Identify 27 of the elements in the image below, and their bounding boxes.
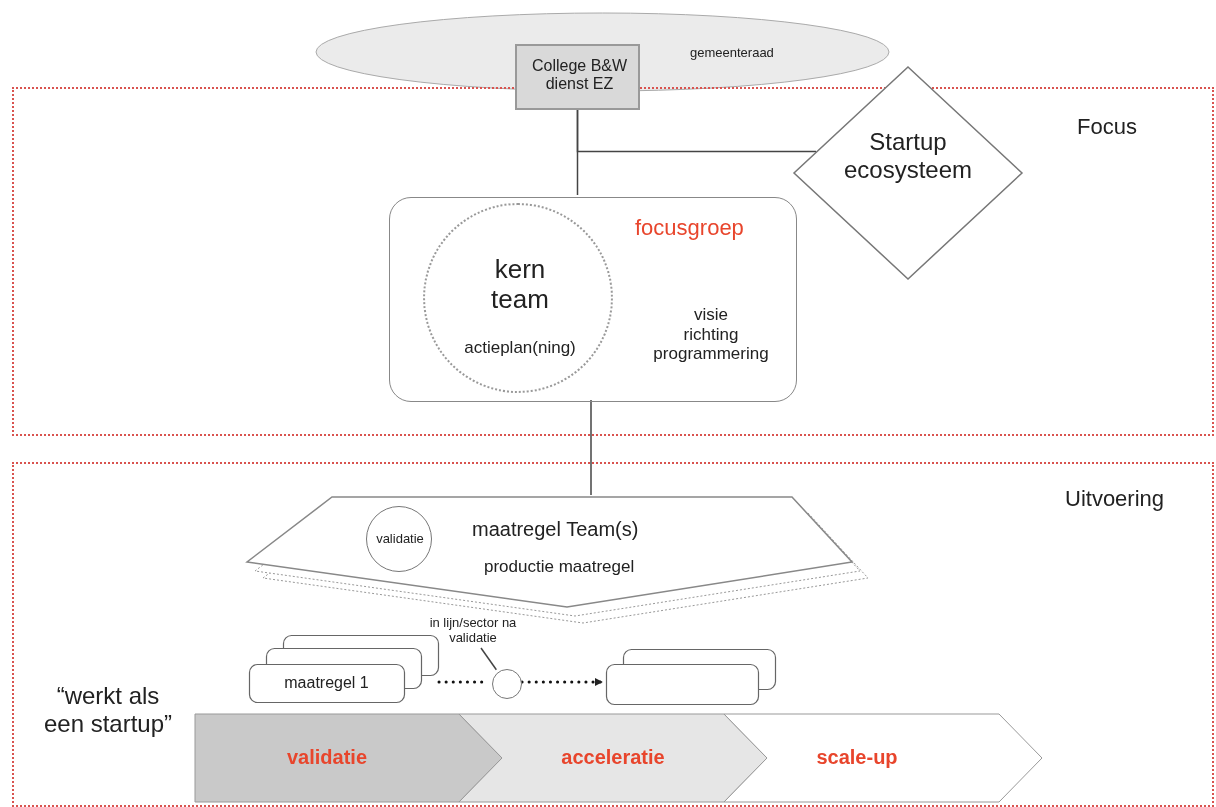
card-label: maatregel 1 (283, 674, 370, 693)
zone-band (12, 462, 1214, 807)
leader-line (480, 647, 498, 671)
callout-text: in lijn/sector na validatie (428, 616, 518, 646)
dotted-arrow (520, 678, 604, 686)
phase-label: acceleratie (560, 746, 666, 769)
circle-label: validatie (375, 532, 425, 547)
topic-list: visie richting programmering (636, 305, 786, 364)
diamond-label: Startup ecosysteem (842, 128, 974, 184)
circle-caption: actieplan(ning) (463, 338, 577, 358)
slogan-text: “werkt als een startup” (42, 682, 174, 738)
phase-label: scale-up (815, 746, 899, 769)
group-box (389, 197, 797, 402)
dotted-circle (423, 203, 613, 393)
phase-label: validatie (285, 746, 368, 769)
team-subtitle: productie maatregel (484, 557, 635, 577)
connector-line (590, 399, 592, 496)
zone-label: Focus (1077, 114, 1137, 140)
zone-label: Uitvoering (1065, 486, 1165, 512)
group-title: focusgroep (635, 215, 744, 241)
box-label: College B&W dienst EZ (530, 57, 629, 94)
org-box (515, 44, 640, 110)
team-title: maatregel Team(s) (472, 518, 639, 541)
team-label: kern team (490, 255, 550, 315)
group-label: gemeenteraad (690, 46, 774, 61)
circle (492, 669, 522, 699)
connector-line (576, 109, 817, 153)
